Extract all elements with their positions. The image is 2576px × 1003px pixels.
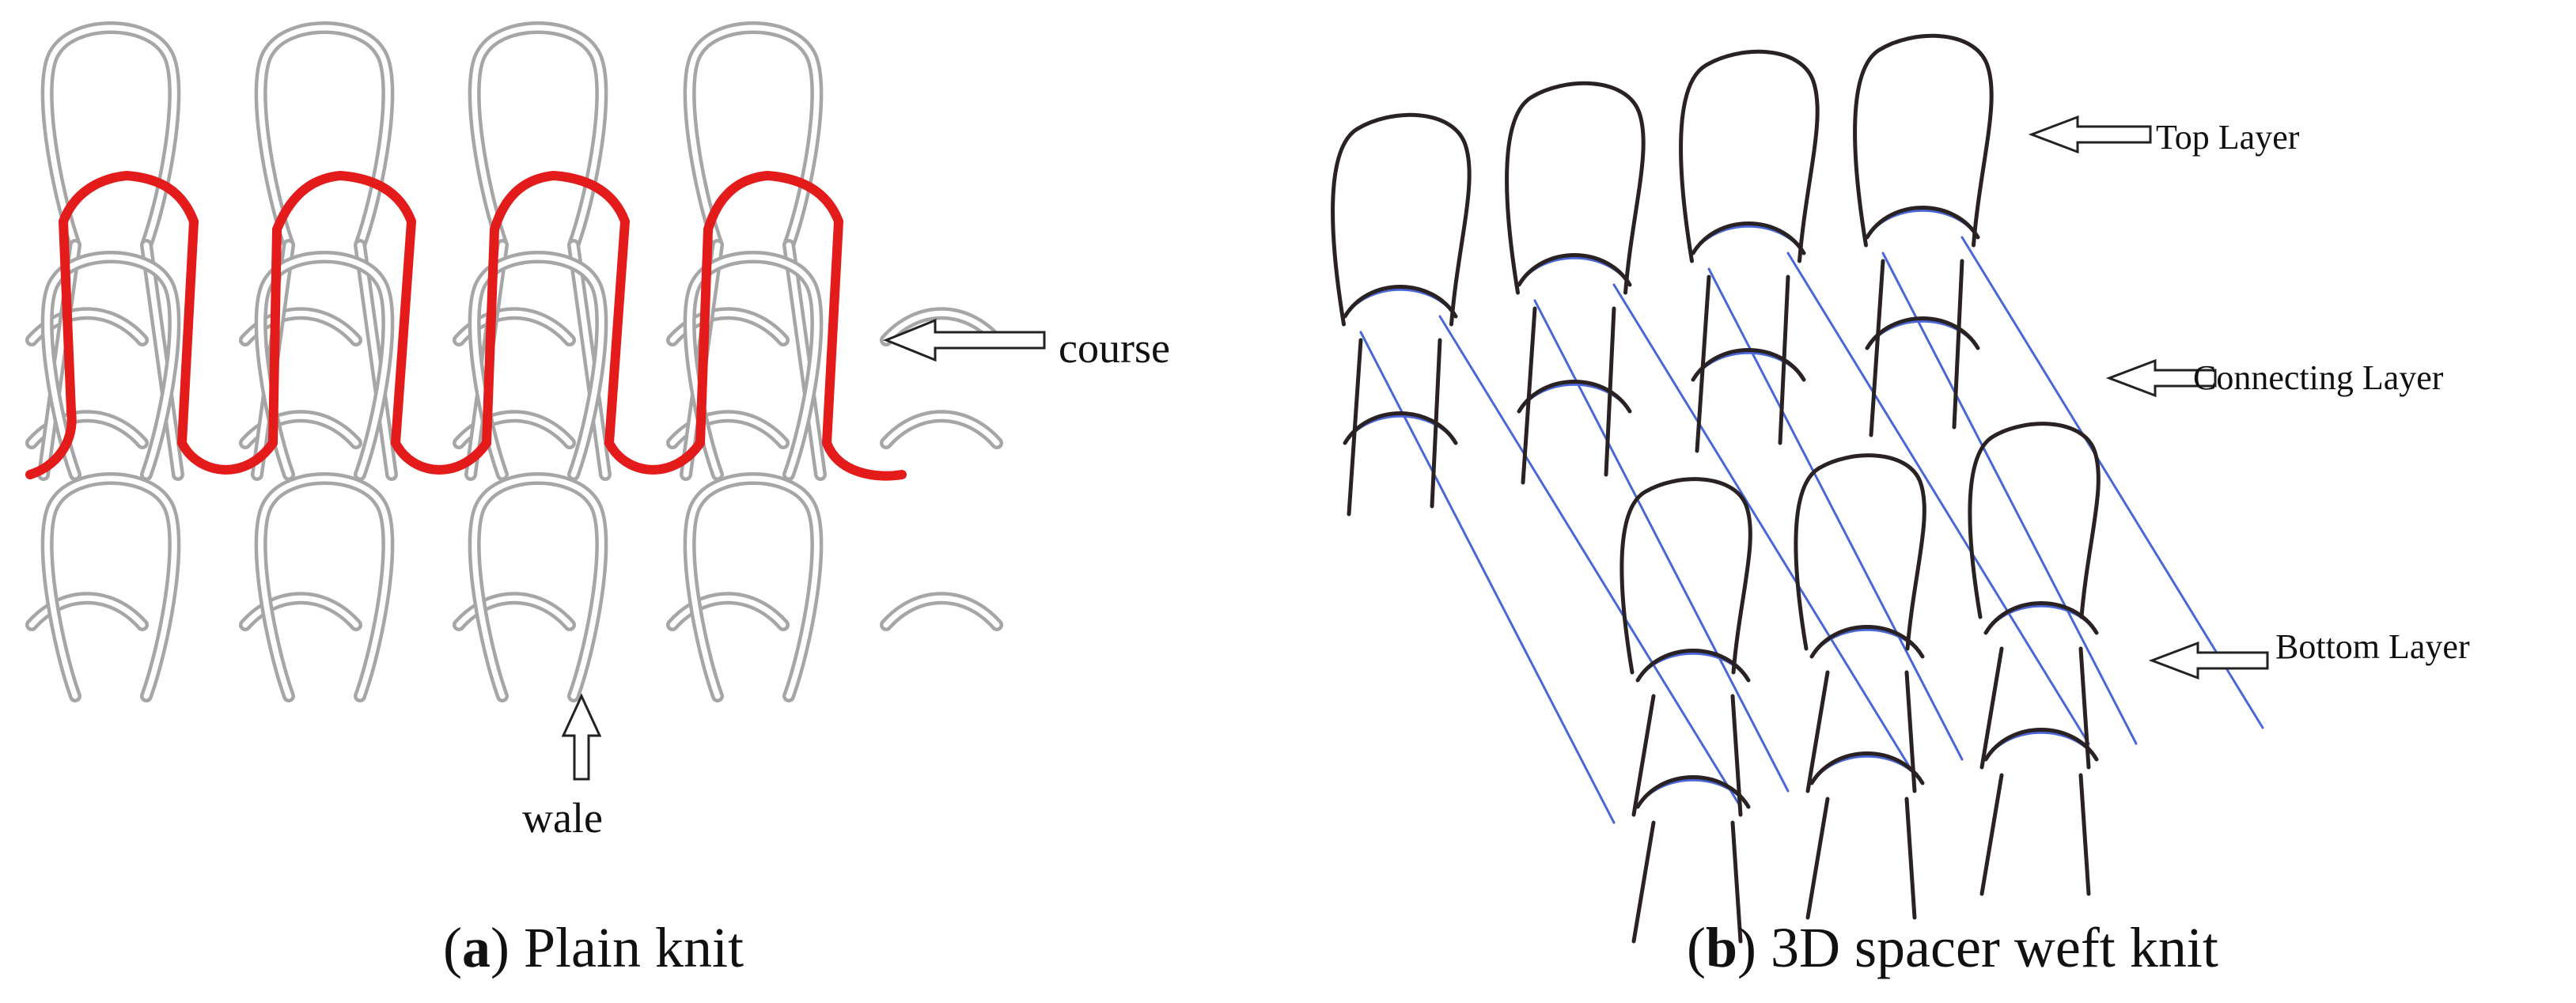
wale-loop-core [472, 25, 604, 248]
top-course-arc [1691, 221, 1806, 255]
caption-b-text: 3D spacer weft knit [1756, 916, 2218, 979]
wale-loop-core [687, 25, 820, 248]
wale-loop-core [687, 254, 820, 478]
bottom-layer-label: Bottom Layer [2275, 627, 2470, 666]
connecting-yarns [1343, 209, 2264, 824]
wale-loop-core [258, 475, 391, 699]
bottom-leg [1805, 670, 1830, 793]
course-arc-core [883, 413, 1000, 446]
caption-b: (b) 3D spacer weft knit [1687, 916, 2218, 979]
top-course-blue [1343, 288, 1457, 318]
bottom-course-blue [1984, 731, 2098, 761]
bottom-course-blue [1984, 604, 2098, 634]
bottom-course-arc [1635, 775, 1751, 809]
wale-loop-core [44, 475, 177, 699]
bottom-leg [1904, 797, 1917, 920]
top-layer-label: Top Layer [2156, 118, 2300, 157]
bottom-course-arc [1809, 625, 1925, 659]
bottom-leg [1631, 820, 1656, 944]
bottom-leg [2078, 773, 2091, 896]
bottom-course-arc [1983, 728, 2099, 762]
bottom-leg [1979, 646, 2004, 770]
course-arc-core [669, 595, 786, 628]
top-course-blue [1866, 209, 1979, 239]
plain-knit-gray-loops [25, 21, 1003, 702]
wale-leg-core [786, 242, 824, 478]
top-leg [1869, 259, 1885, 437]
spacer-layer-loops [1331, 33, 2101, 944]
connecting-layer-arrow [2105, 358, 2217, 398]
bottom-leg [1631, 694, 1656, 817]
top-layer-loop [1853, 33, 1994, 248]
caption-a-letter: a [462, 916, 491, 979]
bottom-layer-loop [1619, 477, 1752, 675]
plain-knit-red-course [25, 170, 907, 481]
bottom-layer-arrow [2148, 641, 2269, 680]
mid-course-arc [1517, 380, 1632, 414]
wale-loop-core [687, 475, 820, 699]
wale-loop-core [258, 254, 391, 478]
mid-course-arc [1865, 316, 1980, 350]
top-leg [1952, 259, 1964, 430]
top-course-blue [1691, 225, 1805, 255]
top-course-arc [1865, 206, 1980, 240]
course-arc-core [456, 595, 573, 628]
spacer-yarn [1359, 331, 1616, 824]
mid-course-blue [1866, 320, 1979, 350]
bottom-course-arc [1983, 601, 2099, 635]
course-arc-core [883, 595, 1000, 628]
caption-b-letter: b [1706, 916, 1737, 979]
course-label: course [1059, 324, 1170, 372]
top-layer-loop [1505, 81, 1646, 295]
wale-arrow [561, 693, 602, 781]
course-arc-core [28, 595, 146, 628]
bottom-leg [1730, 820, 1743, 944]
spacer-yarn [1881, 252, 2138, 745]
bottom-layer-loop [1794, 453, 1926, 651]
mid-course-arc [1343, 411, 1458, 445]
wale-leg-core [357, 242, 395, 478]
top-course-arc [1343, 285, 1458, 319]
top-layer-loop [1679, 49, 1820, 263]
mid-course-arc [1691, 348, 1806, 382]
caption-a: (a) Plain knit [443, 916, 744, 979]
plain-knit-diagram: course wale (a) Plain knit [25, 21, 1170, 979]
course-arc-core [669, 413, 786, 446]
spacer-yarn [1786, 252, 2090, 745]
wale-loop-core [44, 254, 177, 478]
spacer-yarn [1438, 315, 1742, 808]
top-layer-arrow [2028, 115, 2152, 154]
wale-leg-core [570, 242, 608, 478]
wale-label: wale [522, 794, 603, 842]
top-leg [1695, 274, 1711, 453]
bottom-leg [1979, 773, 2004, 896]
caption-a-text: Plain knit [510, 916, 744, 979]
top-leg [1347, 338, 1363, 517]
top-layer-loop [1331, 112, 1472, 327]
course-arrow [882, 318, 1046, 362]
wale-loop-core [472, 475, 604, 699]
top-course-arc [1517, 253, 1632, 287]
wale-loop-core [472, 254, 604, 478]
red-course-yarn [25, 170, 907, 481]
wale-leg-core [143, 242, 181, 478]
spacer-yarn [1960, 236, 2264, 729]
mid-course-blue [1691, 351, 1805, 381]
bottom-layer-loop [1968, 422, 2101, 619]
wale-loop-core [44, 25, 177, 248]
top-course-blue [1517, 256, 1631, 286]
spacer-knit-diagram: Top Layer Connecting Layer Bottom Layer … [1331, 33, 2470, 979]
top-leg [1521, 306, 1537, 485]
bottom-leg [1805, 797, 1830, 920]
course-arc-core [242, 595, 359, 628]
wale-loop-core [258, 25, 391, 248]
connecting-layer-label: Connecting Layer [2193, 358, 2444, 397]
spacer-yarn [1612, 283, 1916, 777]
mid-course-blue [1343, 414, 1457, 445]
bottom-course-arc [1635, 649, 1751, 683]
bottom-course-arc [1809, 751, 1925, 785]
mid-course-blue [1517, 383, 1631, 413]
course-arc-core [883, 310, 1000, 343]
